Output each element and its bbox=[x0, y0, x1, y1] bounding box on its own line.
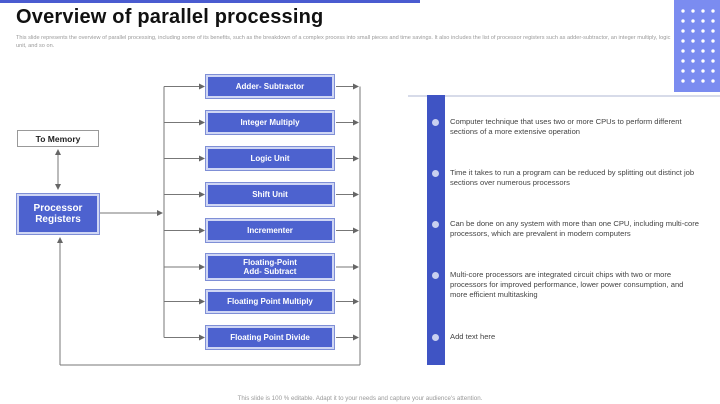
unit-label: Integer Multiply bbox=[240, 118, 300, 127]
processor-registers-box: Processor Registers bbox=[17, 194, 99, 234]
bullet-dot bbox=[432, 334, 439, 341]
unit-box: Integer Multiply bbox=[206, 111, 334, 134]
corner-dot-pattern bbox=[678, 6, 718, 86]
unit-box: Adder- Subtractor bbox=[206, 75, 334, 98]
unit-label: Floating-Point bbox=[243, 258, 297, 267]
bullet-dot bbox=[432, 119, 439, 126]
unit-box: Shift Unit bbox=[206, 183, 334, 206]
bullet-dot bbox=[432, 221, 439, 228]
separator-line bbox=[408, 95, 720, 97]
top-accent-line bbox=[0, 0, 420, 3]
bullet-dot bbox=[432, 272, 439, 279]
unit-box: Floating Point Multiply bbox=[206, 290, 334, 313]
unit-box: Incrementer bbox=[206, 219, 334, 242]
bullet-text: Multi-core processors are integrated cir… bbox=[450, 270, 684, 299]
bullet-dot bbox=[432, 170, 439, 177]
unit-label: Shift Unit bbox=[252, 190, 288, 199]
unit-label: Floating Point Divide bbox=[230, 333, 310, 342]
slide-title: Overview of parallel processing bbox=[16, 6, 324, 28]
unit-label: Adder- Subtractor bbox=[235, 82, 305, 91]
processor-label-line-1: Processor bbox=[33, 203, 83, 214]
bullet-text: Can be done on any system with more than… bbox=[450, 219, 700, 238]
unit-box: Floating Point Divide bbox=[206, 326, 334, 349]
timeline-bar bbox=[427, 95, 445, 365]
processor-label-line-2: Registers bbox=[35, 214, 81, 225]
unit-label: Logic Unit bbox=[250, 154, 290, 163]
unit-label: Floating Point Multiply bbox=[227, 297, 313, 306]
unit-label: Add- Subtract bbox=[243, 267, 297, 276]
unit-label: Incrementer bbox=[247, 226, 293, 235]
slide-subtitle: This slide represents the overview of pa… bbox=[16, 35, 671, 49]
bullet-text: Add text here bbox=[450, 332, 496, 341]
unit-box: Logic Unit bbox=[206, 147, 334, 170]
bullet-text: Computer technique that uses two or more… bbox=[450, 117, 682, 136]
footer-note: This slide is 100 % editable. Adapt it t… bbox=[237, 395, 483, 402]
bullet-text: Time it takes to run a program can be re… bbox=[450, 168, 695, 187]
to-memory-box: To Memory bbox=[17, 130, 99, 147]
